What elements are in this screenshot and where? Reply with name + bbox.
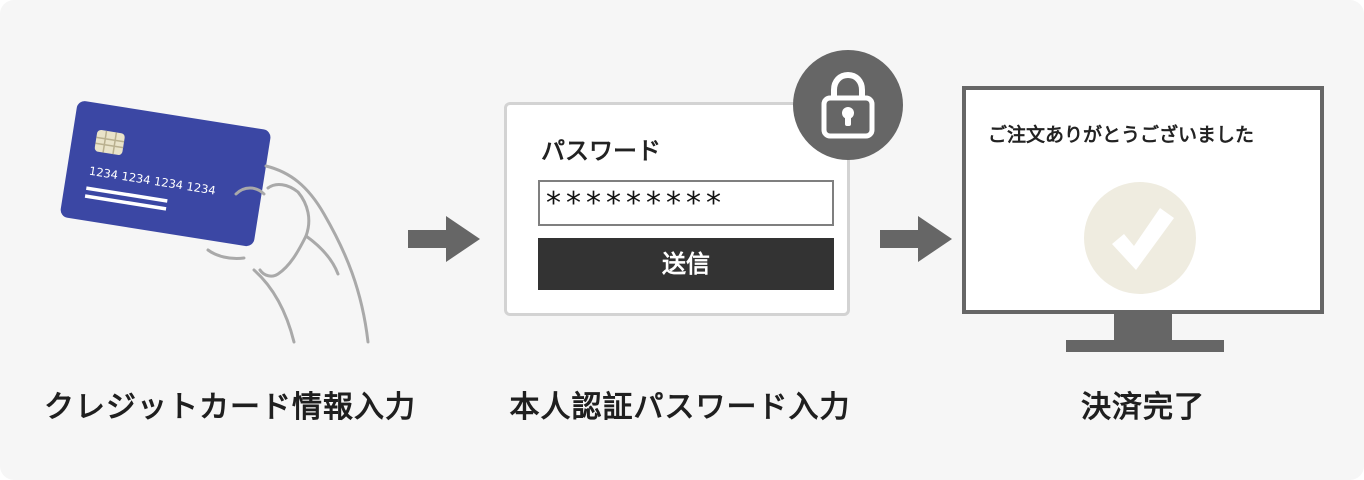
monitor-stand [1114,314,1172,342]
hand-outline [206,164,370,344]
monitor-screen: ご注文ありがとうございました [962,86,1324,314]
password-title: パスワード [541,137,661,165]
step-label-password-entry: 本人認証パスワード入力 [509,390,851,425]
card-chip-icon [94,130,125,155]
submit-button[interactable]: 送信 [538,238,834,290]
step-label-payment-complete: 決済完了 [1081,390,1205,425]
arrow-right-icon [880,216,952,262]
lock-badge [793,50,903,160]
password-input[interactable]: ********* [538,180,834,226]
lock-icon [821,71,875,139]
step-label-card-entry: クレジットカード情報入力 [44,390,416,425]
credit-card: 1234 1234 1234 1234 [60,101,271,247]
completion-message: ご注文ありがとうございました [988,124,1255,146]
credit-card-hand-illustration: 1234 1234 1234 1234 [60,101,370,344]
arrow-right-icon [408,216,480,262]
monitor-base [1066,340,1224,352]
checkmark-icon [1084,182,1196,294]
password-form: パスワード ********* 送信 [504,102,850,316]
